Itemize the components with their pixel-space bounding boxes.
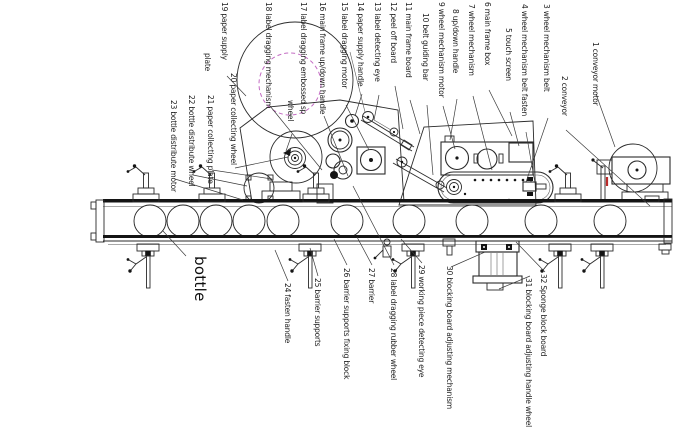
label-belt-guiding-bar: 10 belt guiding bar — [421, 13, 430, 81]
belt-guiding-bar — [349, 51, 448, 193]
label-wheel-mechanism-motor: 9 wheel mechanism motor — [437, 2, 446, 98]
label-updown-handle: 8 up/down handle — [451, 9, 460, 74]
label-paper-supply-plate-line2: plate — [203, 53, 212, 71]
touch-screen — [508, 142, 534, 163]
label-main-frame-updown-handle: 16 main frame up/down handle — [318, 2, 327, 115]
label-bottle: bottle — [191, 256, 209, 302]
label-paper-supply-handle: 14 paper supply handle — [356, 2, 365, 87]
label-embossed-wheel-line2: wheel — [286, 100, 295, 122]
label-main-frame-board: 11 main frame board — [404, 2, 413, 78]
label-peel-off-board: 12 peel off board — [389, 2, 398, 63]
label-paper-collecting-plate: 21 paper collecting plate — [206, 95, 215, 184]
label-dragging-roller-cluster — [325, 127, 353, 180]
label-label-dragging-motor: 15 label dragging motor — [340, 2, 349, 89]
label-sponge-block-board: 32 Sponge block board — [539, 274, 548, 357]
paper-supply-plate-circle — [236, 21, 354, 139]
label-dragging-motor — [356, 146, 386, 175]
label-wheel-mechanism-belt: 3 wheel mechanism belt — [542, 4, 551, 92]
blocking-board-bracket — [442, 238, 456, 256]
label-barrier-supports-fixing-block: 26 barrier supports fixing block — [342, 268, 351, 380]
label-conveyor-motor: 1 conveyor motor — [591, 42, 600, 106]
label-label-detecting-eye: 13 label detecting eye — [373, 2, 382, 82]
conveyor-right-end — [663, 198, 673, 244]
label-barrier: 27 barrier — [367, 268, 376, 304]
label-main-frame-box: 6 main frame box — [483, 2, 492, 66]
label-bottle-distribute-motor: 23 bottle distribute motor — [169, 100, 178, 192]
label-paper-collecting-wheel: 20 paper collecting wheel — [229, 73, 238, 165]
label-fasten-handle: 24 fasten handle — [283, 283, 292, 344]
paper-supply-handle-roller — [344, 113, 360, 129]
label-working-piece-detecting-eye: 29 working piece detecting eye — [417, 265, 426, 378]
label-blocking-board-adjusting-handle-wheel: 31 blocking board adjusting handle wheel — [524, 278, 533, 428]
conveyor-lower-rails — [103, 235, 672, 245]
label-barrier-supports: 25 barrier supports — [313, 278, 322, 347]
wheel-mechanism-belt-fastener — [522, 177, 547, 196]
main-frame-board-left — [239, 99, 405, 203]
label-paper-supply-plate-line1: 19 paper supply — [220, 2, 229, 60]
blocking-board-adjusting-handle-wheel — [486, 282, 504, 291]
bottle-distribute-wheel — [243, 172, 275, 204]
paper-collecting-wheel — [269, 130, 323, 184]
barrier-supports-bottom — [126, 243, 672, 289]
label-roll-dashed-circle — [258, 52, 322, 116]
conveyor-left-end — [95, 199, 105, 243]
label-bottle-distribute-wheel: 22 bottle distribute wheel — [187, 95, 196, 187]
bottles-on-conveyor — [133, 204, 627, 238]
leader-lines — [162, 75, 651, 290]
main-frame-box — [440, 135, 534, 176]
conveyor — [90, 195, 673, 244]
label-embossed-wheel-line1: 17 label dragging embossed sp — [299, 2, 308, 115]
label-wheel-mechanism-belt-fasten: 4 wheel mechanism belt fasten — [520, 4, 529, 117]
label-touch-screen: 5 touch screen — [504, 28, 513, 81]
label-label-dragging-mechanism: 18 label dragging mechanism — [264, 2, 273, 109]
label-blocking-board-adjusting-mechanism: 30 blocking board adjusting mechanism — [445, 266, 454, 409]
conveyor-motor — [596, 143, 671, 202]
wheel-mechanism-belt — [437, 171, 554, 204]
arrowhead-wheel — [283, 149, 291, 156]
main-frame-board-right — [398, 120, 537, 206]
label-conveyor: 2 conveyor — [560, 76, 569, 116]
label-wheel-mechanism: 7 wheel mechanism — [467, 4, 476, 76]
label-label-dragging-rubber-wheel: 28 label dragging rubber wheel — [389, 268, 398, 381]
wheel-mechanism-motor — [444, 145, 470, 171]
working-piece-detecting-eye — [373, 238, 392, 260]
